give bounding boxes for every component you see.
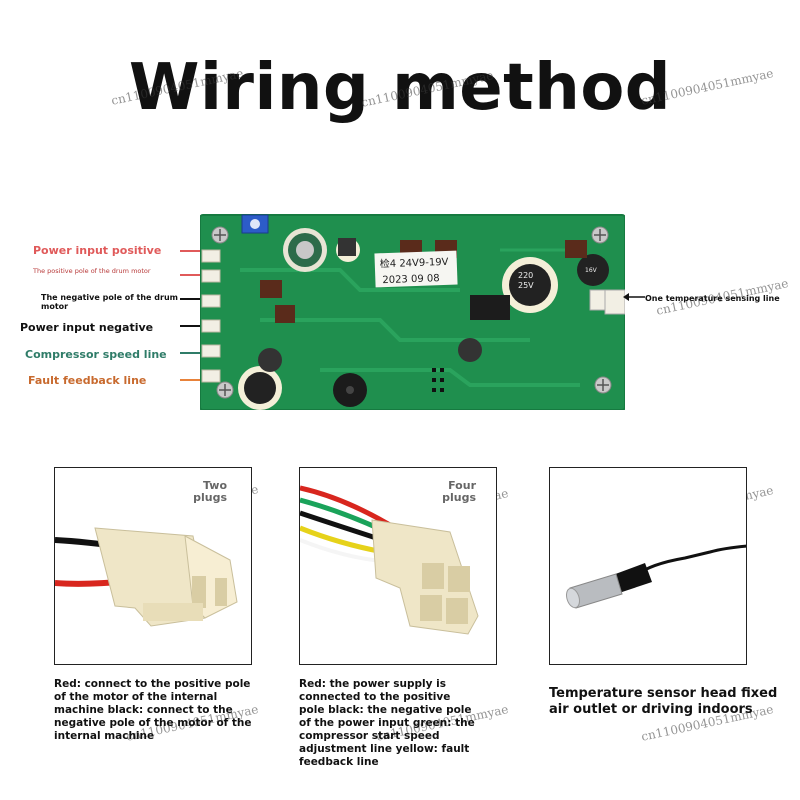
caption-two-plugs: Red: connect to the positive pole of the… [54,678,252,742]
label-drum-motor-positive: The positive pole of the drum motor [33,267,151,275]
screw-icon [591,226,609,244]
page-title: Wiring method [128,51,672,125]
board-model-text: 检4 24V9-19V [380,255,449,270]
label-drum-motor-negative: The negative pole of the drum motor [41,293,178,311]
cap-text: 25V [518,281,534,290]
label-power-input-negative: Power input negative [20,321,154,334]
cap-text: 16V [585,267,598,274]
control-board-image: 检4 24V9-19V 2023 09 08 220 25V 16V [200,214,625,410]
board-date-text: 2023 09 08 [382,273,440,286]
cap-text: 220 [518,271,533,280]
sensor-arrow-icon [623,293,645,301]
label-compressor-speed: Compressor speed line [25,348,167,361]
caption-temperature-sensor: Temperature sensor head fixed air outlet… [549,686,778,717]
panel-note: Two plugs [193,479,227,504]
temperature-probe-image [566,544,746,609]
screw-icon [211,226,229,244]
panel-temperature-sensor [549,467,747,665]
panel-four-plugs: Four plugs [299,467,497,665]
two-pin-plug-image [55,527,238,627]
screw-icon [216,381,234,399]
panel-note: Four plugs [442,479,476,504]
screw-icon [594,376,612,394]
label-fault-feedback: Fault feedback line [28,374,147,387]
four-pin-plug-image [300,485,479,635]
label-power-input-positive: Power input positive [33,244,162,257]
panel-two-plugs: Two plugs [54,467,252,665]
caption-four-plugs: Red: the power supply is connected to th… [299,678,475,768]
label-temperature-sensing-line: One temperature sensing line [645,294,780,303]
